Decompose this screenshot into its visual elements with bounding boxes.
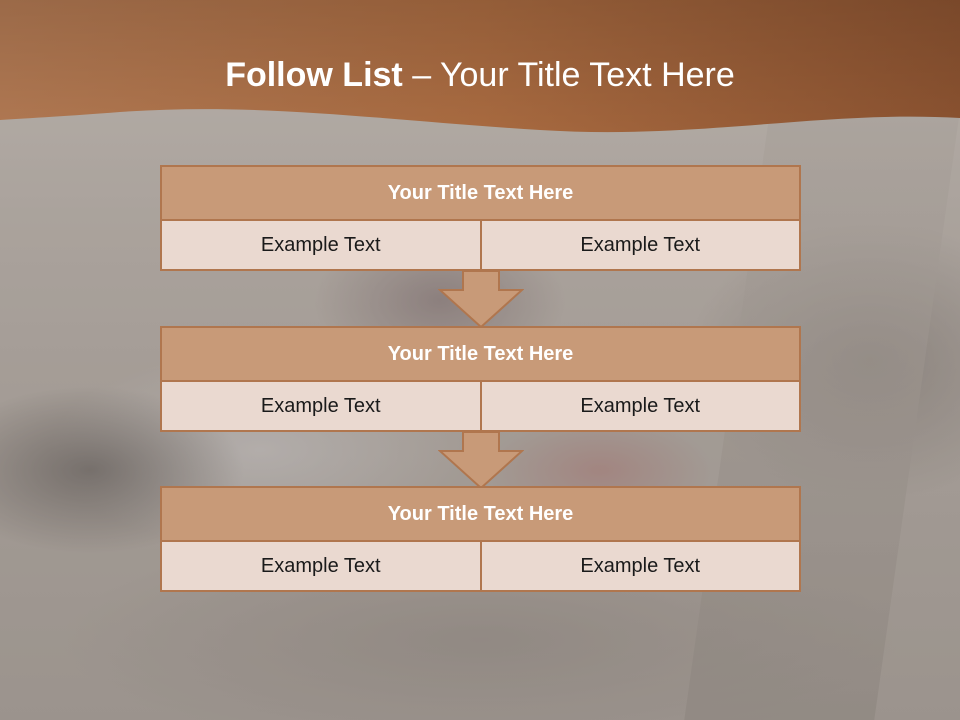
- block-title: Your Title Text Here: [160, 165, 801, 221]
- down-arrow-icon: [438, 270, 524, 328]
- block-cell-left: Example Text: [160, 542, 482, 592]
- slide-title: Follow List – Your Title Text Here: [0, 54, 960, 96]
- block-cell-left: Example Text: [160, 382, 482, 432]
- header-wave: [0, 0, 960, 133]
- block-cells: Example Text Example Text: [160, 221, 801, 271]
- slide-title-rest: – Your Title Text Here: [412, 56, 735, 94]
- slide-title-bold: Follow List: [225, 56, 403, 94]
- block-cell-left: Example Text: [160, 221, 482, 271]
- block-title: Your Title Text Here: [160, 326, 801, 382]
- down-arrow-icon: [438, 431, 524, 489]
- list-block-3: Your Title Text Here Example Text Exampl…: [160, 486, 801, 592]
- block-cells: Example Text Example Text: [160, 542, 801, 592]
- list-block-2: Your Title Text Here Example Text Exampl…: [160, 326, 801, 432]
- block-cells: Example Text Example Text: [160, 382, 801, 432]
- block-cell-right: Example Text: [481, 542, 801, 592]
- block-cell-right: Example Text: [481, 382, 801, 432]
- block-title: Your Title Text Here: [160, 486, 801, 542]
- list-block-1: Your Title Text Here Example Text Exampl…: [160, 165, 801, 271]
- block-cell-right: Example Text: [481, 221, 801, 271]
- header-band: Follow List – Your Title Text Here: [0, 0, 960, 140]
